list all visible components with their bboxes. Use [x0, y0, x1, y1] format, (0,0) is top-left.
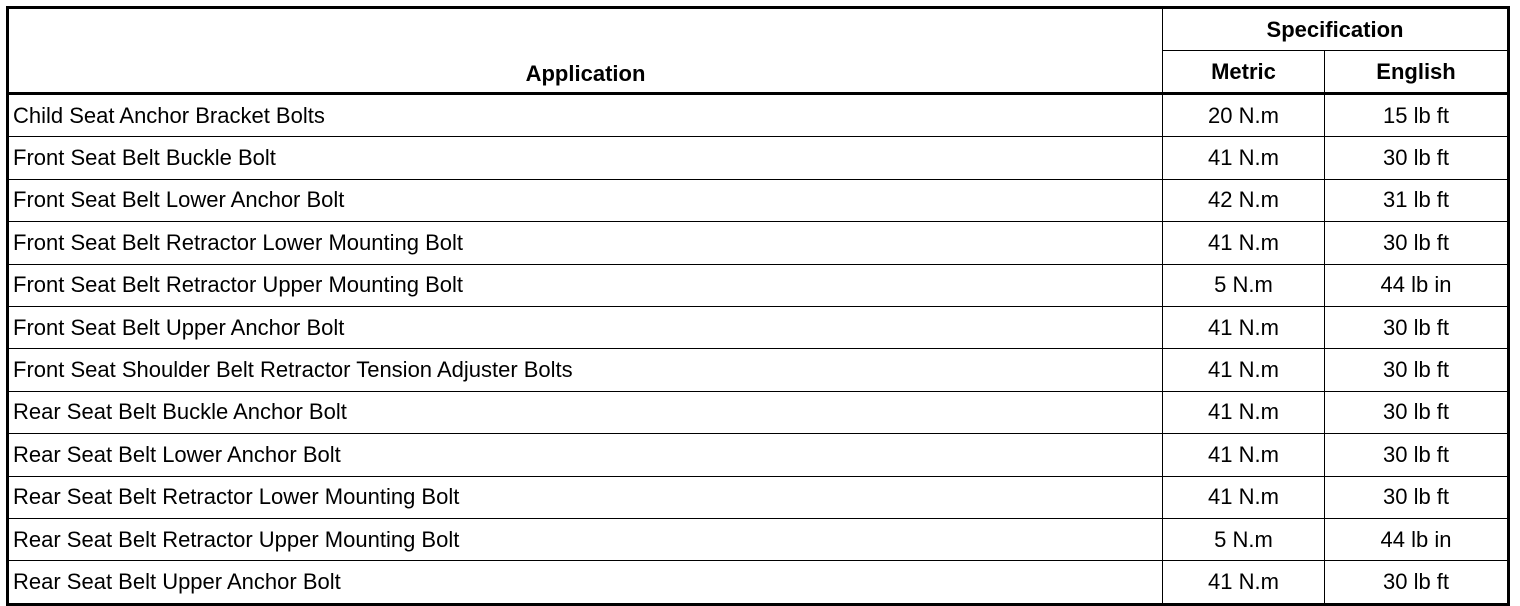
- english-cell: 30 lb ft: [1323, 305, 1510, 350]
- metric-cell: 41 N.m: [1162, 305, 1325, 350]
- application-cell: Rear Seat Belt Lower Anchor Bolt: [7, 433, 1163, 477]
- application-cell: Front Seat Belt Buckle Bolt: [7, 136, 1163, 180]
- metric-cell: 41 N.m: [1162, 475, 1325, 519]
- table-header: Application Specification Metric English: [7, 7, 1510, 95]
- application-cell: Rear Seat Belt Retractor Upper Mounting …: [7, 517, 1163, 562]
- fastener-spec-table: Application Specification Metric English…: [6, 6, 1511, 606]
- metric-cell: 41 N.m: [1162, 348, 1325, 392]
- application-cell: Front Seat Belt Retractor Upper Mounting…: [7, 263, 1163, 307]
- application-cell: Front Seat Belt Retractor Lower Mounting…: [7, 221, 1163, 265]
- english-cell: 30 lb ft: [1323, 475, 1510, 519]
- application-cell: Rear Seat Belt Retractor Lower Mounting …: [7, 475, 1163, 519]
- table-row: Rear Seat Belt Retractor Upper Mounting …: [7, 517, 1510, 562]
- english-cell: 44 lb in: [1323, 263, 1510, 307]
- column-header-metric: Metric: [1162, 50, 1325, 95]
- table-row: Front Seat Belt Retractor Upper Mounting…: [7, 263, 1510, 307]
- english-cell: 44 lb in: [1323, 517, 1510, 562]
- metric-cell: 41 N.m: [1162, 136, 1325, 180]
- table-row: Front Seat Shoulder Belt Retractor Tensi…: [7, 348, 1510, 392]
- english-cell: 30 lb ft: [1323, 221, 1510, 265]
- application-cell: Front Seat Shoulder Belt Retractor Tensi…: [7, 348, 1163, 392]
- table-row: Front Seat Belt Retractor Lower Mounting…: [7, 221, 1510, 265]
- metric-cell: 41 N.m: [1162, 433, 1325, 477]
- metric-cell: 41 N.m: [1162, 560, 1325, 605]
- application-cell: Front Seat Belt Lower Anchor Bolt: [7, 178, 1163, 223]
- english-cell: 30 lb ft: [1323, 348, 1510, 392]
- application-cell: Rear Seat Belt Upper Anchor Bolt: [7, 560, 1163, 605]
- metric-cell: 41 N.m: [1162, 221, 1325, 265]
- column-header-specification: Specification: [1161, 7, 1510, 51]
- english-cell: 15 lb ft: [1323, 92, 1510, 138]
- header-row-bottom: Metric English: [8, 50, 1510, 95]
- english-cell: 30 lb ft: [1323, 433, 1510, 477]
- metric-cell: 41 N.m: [1162, 390, 1325, 435]
- metric-cell: 20 N.m: [1162, 92, 1325, 138]
- english-cell: 30 lb ft: [1323, 136, 1510, 180]
- table-row: Rear Seat Belt Retractor Lower Mounting …: [7, 475, 1510, 519]
- english-cell: 31 lb ft: [1323, 178, 1510, 223]
- metric-cell: 5 N.m: [1162, 263, 1325, 307]
- english-cell: 30 lb ft: [1323, 560, 1510, 605]
- column-header-application: Application: [7, 7, 1163, 95]
- header-row-top: Application Specification: [7, 7, 1510, 95]
- metric-cell: 42 N.m: [1162, 178, 1325, 223]
- spec-table-container: Application Specification Metric English…: [6, 6, 1511, 606]
- english-cell: 30 lb ft: [1323, 390, 1510, 435]
- column-header-english: English: [1323, 50, 1510, 95]
- metric-cell: 5 N.m: [1162, 517, 1325, 562]
- application-cell: Rear Seat Belt Buckle Anchor Bolt: [7, 390, 1163, 435]
- application-cell: Child Seat Anchor Bracket Bolts: [7, 92, 1163, 138]
- application-cell: Front Seat Belt Upper Anchor Bolt: [7, 305, 1163, 350]
